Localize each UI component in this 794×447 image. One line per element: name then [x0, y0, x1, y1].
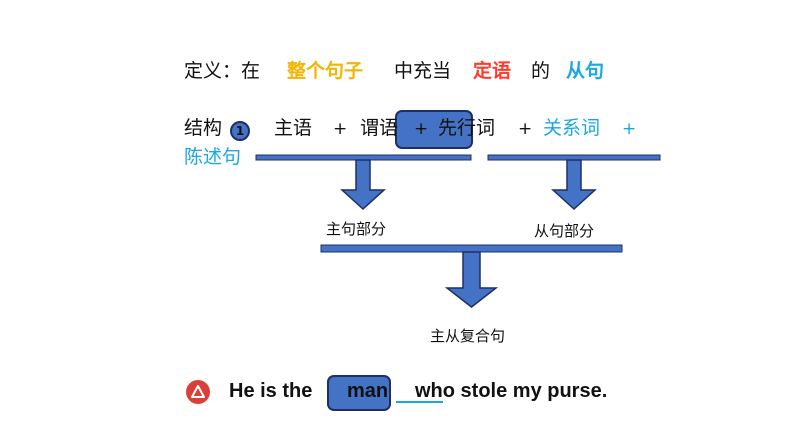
main-clause-part-label: 主句部分 [326, 220, 387, 238]
relative-clause-arrow [551, 159, 597, 211]
structure-plus-3: + [518, 119, 533, 139]
structure-antecedent: 先行词 [438, 117, 496, 139]
antecedent-highlight-box [395, 110, 473, 149]
main-clause-arrow [340, 159, 386, 211]
structure-predicate: 谓语 [360, 117, 399, 139]
definition-middle: 中充当 [394, 60, 452, 82]
combine-arrow [444, 251, 499, 308]
definition-highlight-attributive: 定语 [473, 60, 512, 82]
warning-triangle-icon [186, 380, 210, 404]
definition-de: 的 [531, 60, 551, 82]
example-man-box [327, 375, 391, 411]
complex-sentence-label: 主从复合句 [430, 327, 506, 345]
step-number-badge: 1 [230, 121, 250, 141]
structure-subject: 主语 [274, 117, 313, 139]
relative-clause-part-label: 从句部分 [534, 222, 595, 240]
example-after: who stole my purse. [415, 380, 608, 402]
structure-plus-1: + [333, 119, 348, 139]
structure-statement: 陈述句 [184, 146, 242, 168]
definition-highlight-clause: 从句 [566, 60, 605, 82]
example-before: He is the [229, 380, 313, 402]
definition-highlight-whole-sentence: 整个句子 [287, 60, 364, 82]
structure-relative-word: 关系词 [543, 117, 601, 139]
structure-label: 结构 [184, 117, 223, 139]
definition-prefix: 定义：在 [184, 60, 261, 82]
example-man: man [347, 380, 389, 402]
structure-plus-2: + [414, 119, 429, 139]
structure-plus-4: + [622, 119, 637, 139]
combine-bar [320, 244, 623, 253]
